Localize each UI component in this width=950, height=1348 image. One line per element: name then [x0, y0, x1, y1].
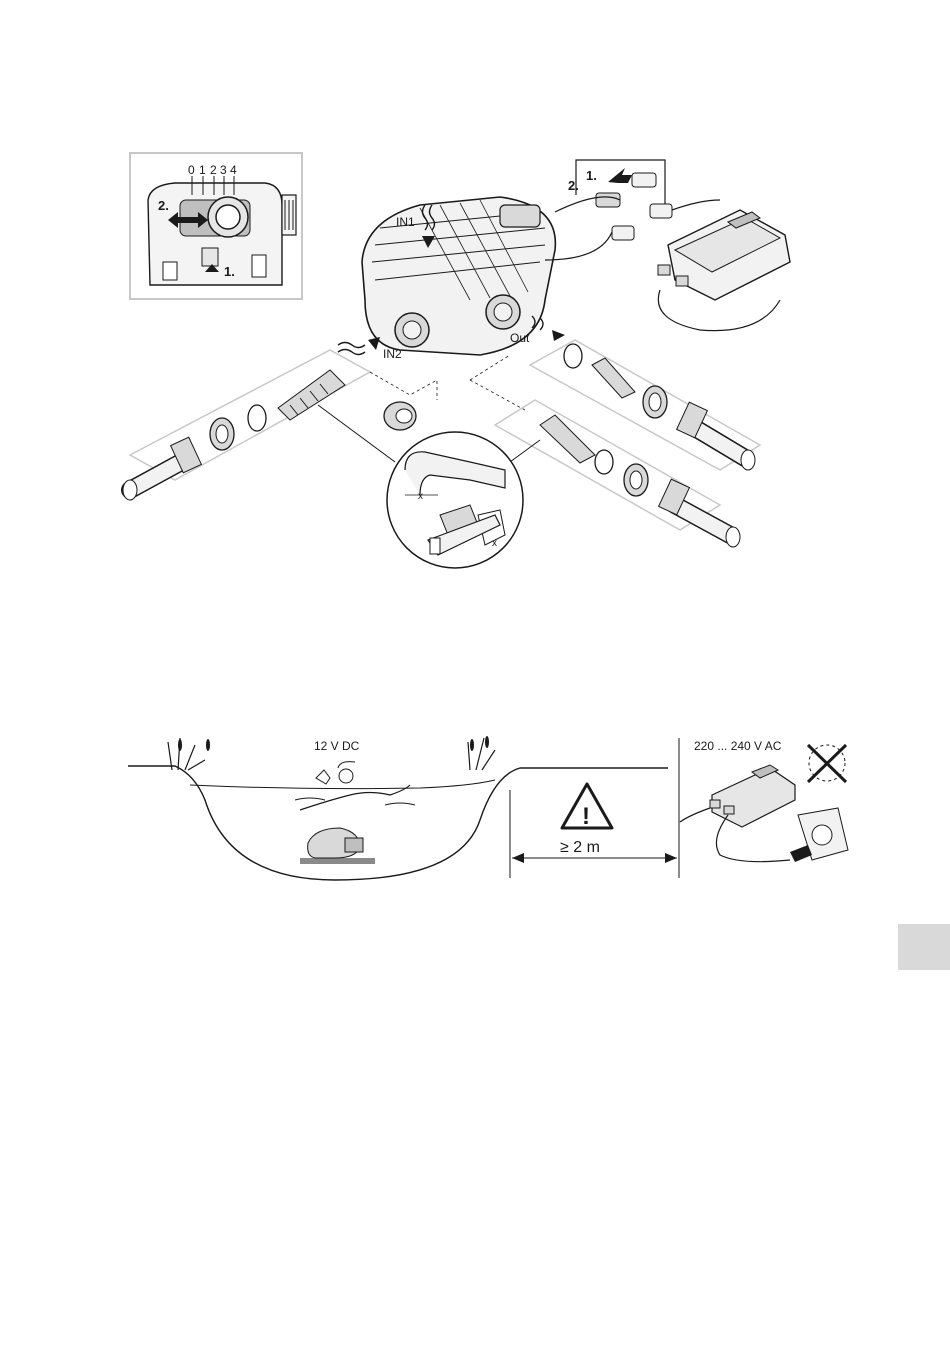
voltage-ac: 220 ... 240 V AC [694, 739, 782, 753]
power-plug-icon [790, 808, 848, 862]
distance-label: ≥ 2 m [560, 839, 600, 856]
page-tab-marker [898, 924, 950, 970]
warning-exclamation: ! [582, 803, 590, 830]
ac-power-supply: 220 ... 240 V AC [680, 739, 848, 862]
warning-triangle-icon: ! [562, 784, 612, 830]
voltage-dc: 12 V DC [314, 739, 360, 753]
no-sun-icon [808, 745, 846, 782]
safety-distance: ! ≥ 2 m [510, 738, 679, 878]
